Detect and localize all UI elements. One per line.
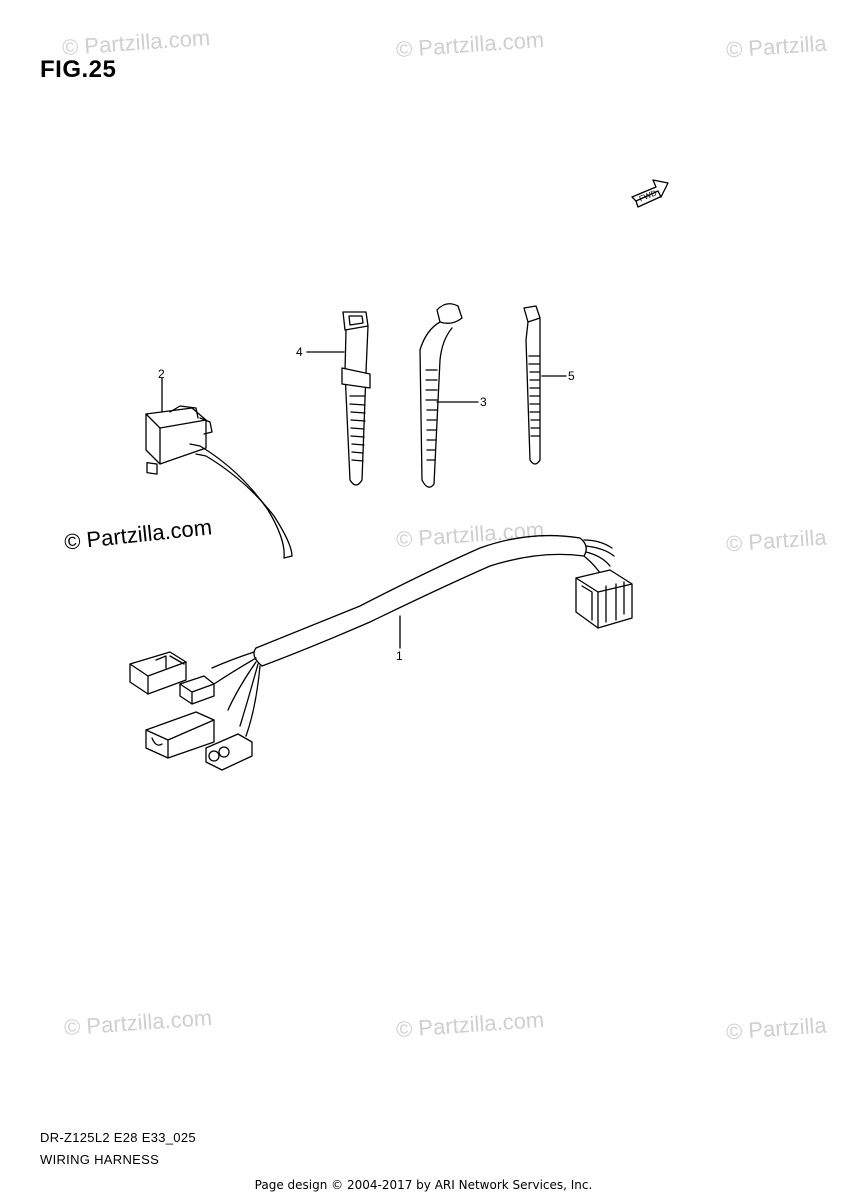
callout-3: 3 [480, 395, 487, 409]
part-5-cable-tie [523, 305, 567, 465]
page-credit: Page design © 2004-2017 by ARI Network S… [254, 1178, 593, 1192]
figure-name: WIRING HARNESS [40, 1152, 160, 1167]
part-1-wiring-harness [129, 534, 633, 771]
figure-code: DR-Z125L2 E28 E33_025 [40, 1130, 196, 1145]
fwd-arrow-icon: FWD [631, 179, 669, 208]
callout-4: 4 [296, 345, 303, 359]
part-3-clamp-tie [419, 303, 479, 488]
figure-title: FIG.25 [40, 56, 117, 83]
callout-1: 1 [396, 649, 403, 663]
callout-2: 2 [158, 367, 165, 381]
part-4-cable-band [306, 311, 371, 486]
fwd-label: FWD [638, 188, 658, 203]
part-2-switch [145, 377, 293, 559]
callout-5: 5 [568, 369, 575, 383]
